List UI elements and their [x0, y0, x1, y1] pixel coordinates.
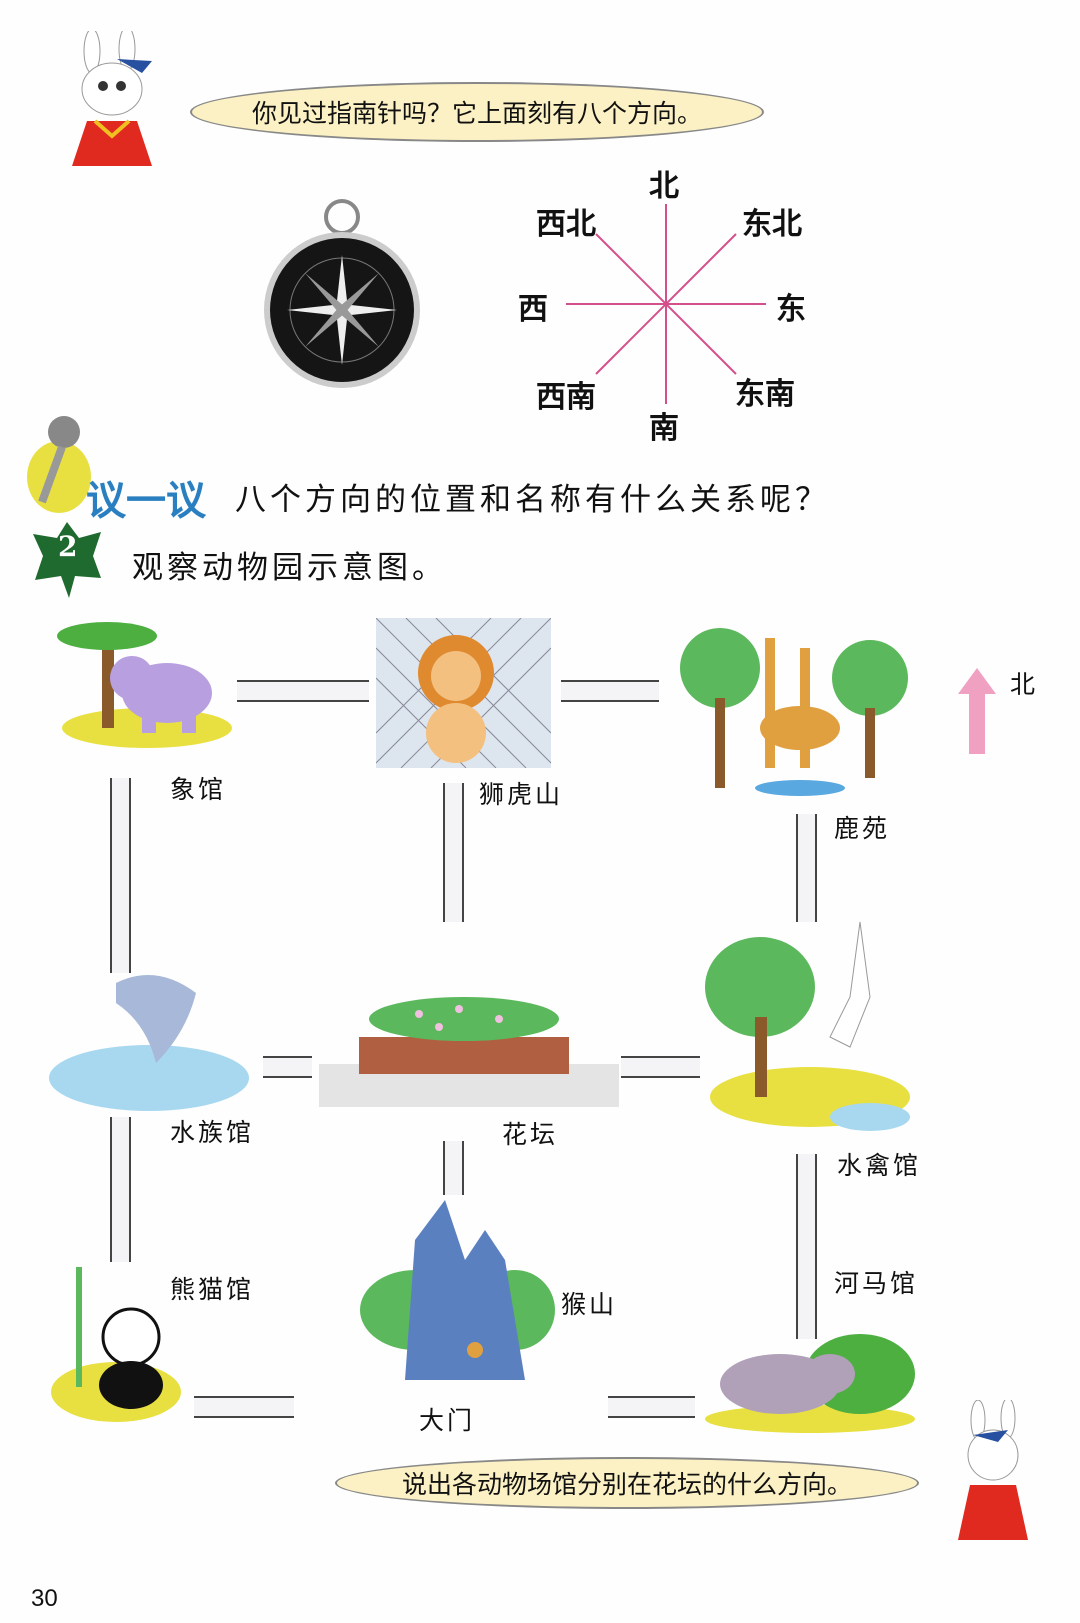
label-monkey: 猴山	[561, 1290, 618, 1319]
path	[263, 1056, 312, 1078]
label-elephant: 象馆	[170, 775, 227, 804]
label-aquarium: 水族馆	[170, 1118, 255, 1147]
path	[110, 778, 131, 973]
lion-icon	[376, 618, 551, 768]
hippo-icon	[705, 1334, 915, 1433]
path	[621, 1056, 700, 1078]
label-hippo: 河马馆	[834, 1269, 919, 1298]
direction-west: 西	[518, 292, 548, 327]
direction-east: 东	[776, 292, 806, 327]
flowerbed-icon	[319, 997, 619, 1107]
task-text: 观察动物园示意图。	[132, 550, 447, 586]
compass-icon	[264, 199, 420, 388]
intro-speech-bubble: 你见过指南针吗？它上面刻有八个方向。	[190, 82, 764, 142]
microphone-icon	[27, 416, 91, 513]
rabbit-mascot-icon	[72, 31, 152, 166]
monkey-hill-icon	[360, 1200, 555, 1380]
path	[796, 814, 817, 922]
leaf-icon	[33, 522, 101, 598]
direction-northeast: 东北	[742, 207, 802, 242]
path	[194, 1396, 294, 1418]
task-number: 2	[58, 530, 78, 563]
path	[561, 680, 659, 702]
direction-north: 北	[649, 169, 679, 204]
path	[443, 1141, 464, 1195]
crane-icon	[705, 921, 910, 1131]
question-text: 说出各动物场馆分别在花坛的什么方向。	[401, 1470, 852, 1499]
north-label: 北	[1010, 670, 1039, 699]
label-lion: 狮虎山	[479, 780, 564, 809]
label-panda: 熊猫馆	[170, 1275, 255, 1304]
direction-southwest: 西南	[536, 380, 596, 415]
path	[796, 1154, 817, 1339]
panda-icon	[51, 1267, 181, 1422]
direction-south: 南	[649, 411, 679, 446]
direction-lines	[566, 204, 766, 404]
label-gate: 大门	[419, 1406, 476, 1435]
label-waterfowl: 水禽馆	[837, 1151, 922, 1180]
discuss-question: 八个方向的位置和名称有什么关系呢？	[235, 482, 830, 518]
question-speech-bubble: 说出各动物场馆分别在花坛的什么方向。	[335, 1457, 919, 1509]
elephant-icon	[57, 622, 232, 748]
path	[608, 1396, 695, 1418]
label-flowerbed: 花坛	[502, 1120, 559, 1149]
discuss-tag: 议一议	[86, 478, 206, 524]
path	[443, 783, 464, 922]
intro-text: 你见过指南针吗？它上面刻有八个方向。	[251, 99, 702, 128]
north-arrow-icon	[958, 668, 996, 754]
deer-garden-icon	[680, 628, 908, 796]
label-deer: 鹿苑	[834, 814, 891, 843]
direction-southeast: 东南	[735, 377, 795, 412]
dolphin-pool-icon	[49, 975, 249, 1111]
path	[110, 1117, 131, 1262]
path	[237, 680, 369, 702]
direction-northwest: 西北	[536, 207, 596, 242]
rabbit-mascot-icon	[958, 1400, 1028, 1540]
page-number: 30	[31, 1585, 58, 1612]
